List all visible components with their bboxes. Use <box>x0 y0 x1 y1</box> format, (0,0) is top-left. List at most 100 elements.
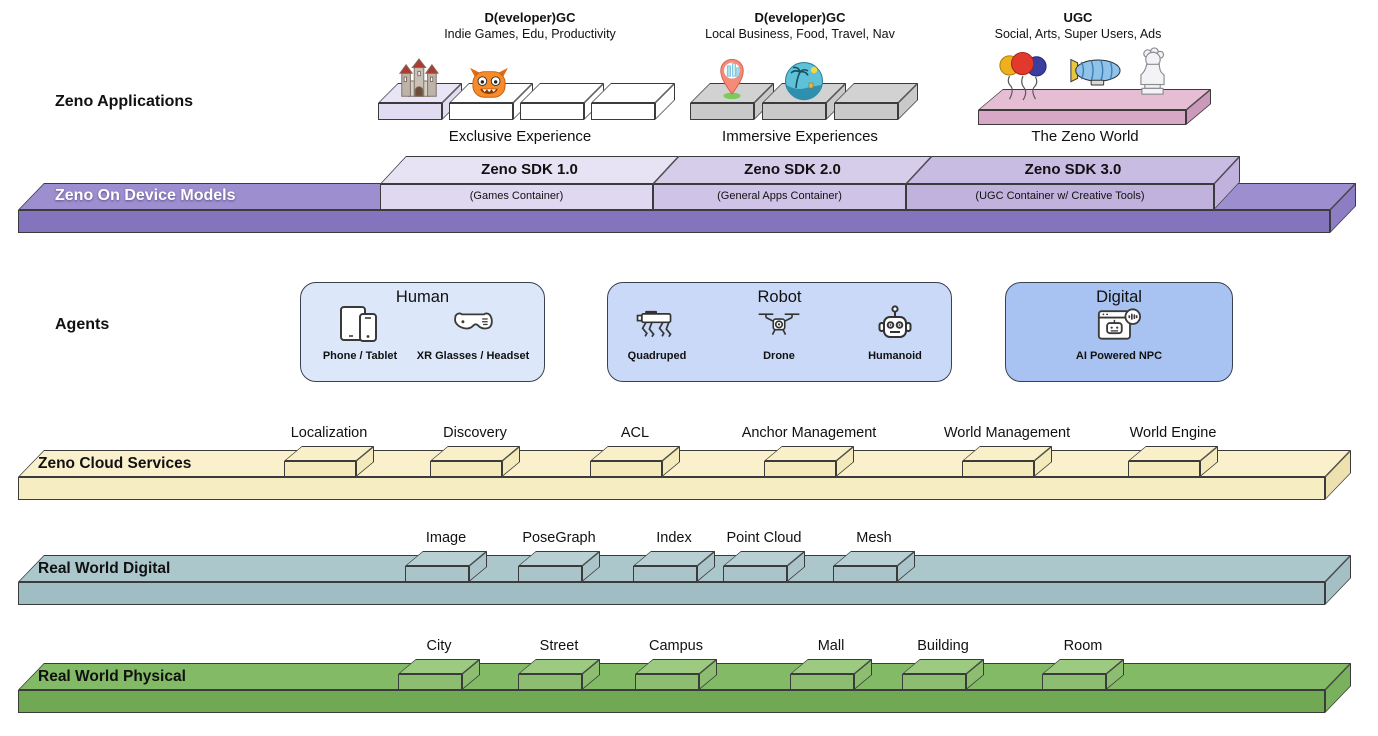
layer-platform <box>430 446 522 479</box>
drone-icon <box>757 305 801 343</box>
layer-platform-front-face <box>1128 461 1200 477</box>
layer-platform-front-face <box>405 566 469 582</box>
layer-platform-front-face <box>398 674 462 690</box>
app-column-subheader: Social, Arts, Super Users, Ads <box>994 27 1162 41</box>
layer-platform-front-face <box>284 461 356 477</box>
sdk-slab-front-face <box>906 184 1214 210</box>
sdk-slab <box>380 156 681 212</box>
app-column-subheader: Indie Games, Edu, Productivity <box>444 27 616 41</box>
app-platform-front-face <box>591 103 655 120</box>
layer-bar-front-face <box>18 690 1325 713</box>
app-column-header: UGC <box>1063 10 1093 25</box>
sdk-name: Zeno SDK 2.0 <box>744 161 841 178</box>
sdk-slab <box>906 156 1242 212</box>
layer-platform-label: World Management <box>943 425 1071 441</box>
layer-platform-label: Discovery <box>443 425 507 441</box>
quadruped-icon <box>635 305 679 343</box>
castle-icon <box>397 58 441 102</box>
layer-platform-front-face <box>633 566 697 582</box>
layer-platform-front-face <box>764 461 836 477</box>
sdk-slab-front-face <box>380 184 653 210</box>
layer-platform-front-face <box>430 461 502 477</box>
layer-platform-label: ACL <box>620 425 650 441</box>
layer-platform-front-face <box>790 674 854 690</box>
layer-platform <box>902 659 986 692</box>
layer-platform-front-face <box>902 674 966 690</box>
monster-icon <box>468 66 510 102</box>
sdk-name: Zeno SDK 1.0 <box>481 161 578 178</box>
app-column-subheader: Local Business, Food, Travel, Nav <box>705 27 895 41</box>
layer-bar-label: Real World Physical <box>38 668 186 685</box>
layer-bar-label: Real World Digital <box>38 560 171 577</box>
layer-platform-label: Index <box>656 530 692 546</box>
ai-npc-icon <box>1097 305 1141 343</box>
layer-platform <box>398 659 482 692</box>
layer-platform-label: Image <box>425 530 467 546</box>
layer-bar <box>18 450 1353 502</box>
layer-platform <box>284 446 376 479</box>
app-column-caption: The Zeno World <box>1031 128 1139 145</box>
app-platform <box>449 83 535 122</box>
layer-platform-front-face <box>518 674 582 690</box>
sdk-name: Zeno SDK 3.0 <box>1024 161 1122 178</box>
app-platform-front-face <box>834 103 898 120</box>
layer-platform <box>1042 659 1126 692</box>
layer-platform <box>518 659 602 692</box>
layer-platform-front-face <box>1042 674 1106 690</box>
app-platform-front-face <box>762 103 826 120</box>
layer-platform <box>590 446 682 479</box>
sdk-slab-front-face <box>653 184 906 210</box>
sdk-container-label: (General Apps Container) <box>717 190 842 202</box>
app-platform <box>690 83 776 122</box>
blimp-icon <box>1068 57 1122 88</box>
app-platform <box>834 83 920 122</box>
device-models-bar-front-face <box>18 210 1330 233</box>
layer-platform-front-face <box>723 566 787 582</box>
app-platform <box>762 83 848 122</box>
layer-platform-label: City <box>426 638 452 654</box>
app-platform <box>378 83 464 122</box>
layer-platform <box>962 446 1054 479</box>
layer-platform-label: World Engine <box>1129 425 1217 441</box>
section-label-agents: Agents <box>55 316 110 333</box>
section-label-applications: Zeno Applications <box>55 93 194 110</box>
layer-bar <box>18 663 1353 715</box>
layer-platform-front-face <box>962 461 1034 477</box>
app-platform-front-face <box>690 103 754 120</box>
app-column-header: D(eveloper)GC <box>484 10 576 25</box>
device-models-bar-label: Zeno On Device Models <box>55 187 236 204</box>
layer-bar-front-face <box>18 477 1325 500</box>
app-column-caption: Immersive Experiences <box>722 128 878 145</box>
app-column-caption: Exclusive Experience <box>448 128 592 145</box>
zeno-world-platform-front-face <box>978 110 1186 125</box>
layer-platform <box>1128 446 1220 479</box>
agent-item-label: XR Glasses / Headset <box>416 350 530 362</box>
layer-platform-label: Campus <box>649 638 703 654</box>
statue-icon <box>1137 46 1168 98</box>
agent-group-title: Human <box>395 288 450 306</box>
layer-platform-front-face <box>518 566 582 582</box>
layer-platform-label: Building <box>917 638 969 654</box>
agent-group-title: Digital <box>1096 288 1142 306</box>
layer-platform <box>635 659 719 692</box>
layer-platform-label: Street <box>539 638 579 654</box>
layer-platform-label: Mall <box>817 638 845 654</box>
layer-platform <box>833 551 917 584</box>
travel-globe-icon <box>784 61 824 101</box>
app-platform-front-face <box>378 103 442 120</box>
agent-item-label: Phone / Tablet <box>322 350 398 362</box>
layer-platform <box>633 551 717 584</box>
map-pin-icon <box>717 57 747 101</box>
layer-platform-front-face <box>590 461 662 477</box>
sdk-container-label: (Games Container) <box>469 190 564 202</box>
layer-platform-label: Mesh <box>856 530 892 546</box>
zeno-world-platform <box>978 89 1213 127</box>
app-platform-front-face <box>449 103 513 120</box>
layer-platform-front-face <box>635 674 699 690</box>
layer-platform <box>790 659 874 692</box>
sdk-container-label: (UGC Container w/ Creative Tools) <box>975 190 1145 202</box>
device-models-bar <box>18 183 1358 235</box>
layer-platform <box>518 551 602 584</box>
humanoid-icon <box>873 305 917 343</box>
